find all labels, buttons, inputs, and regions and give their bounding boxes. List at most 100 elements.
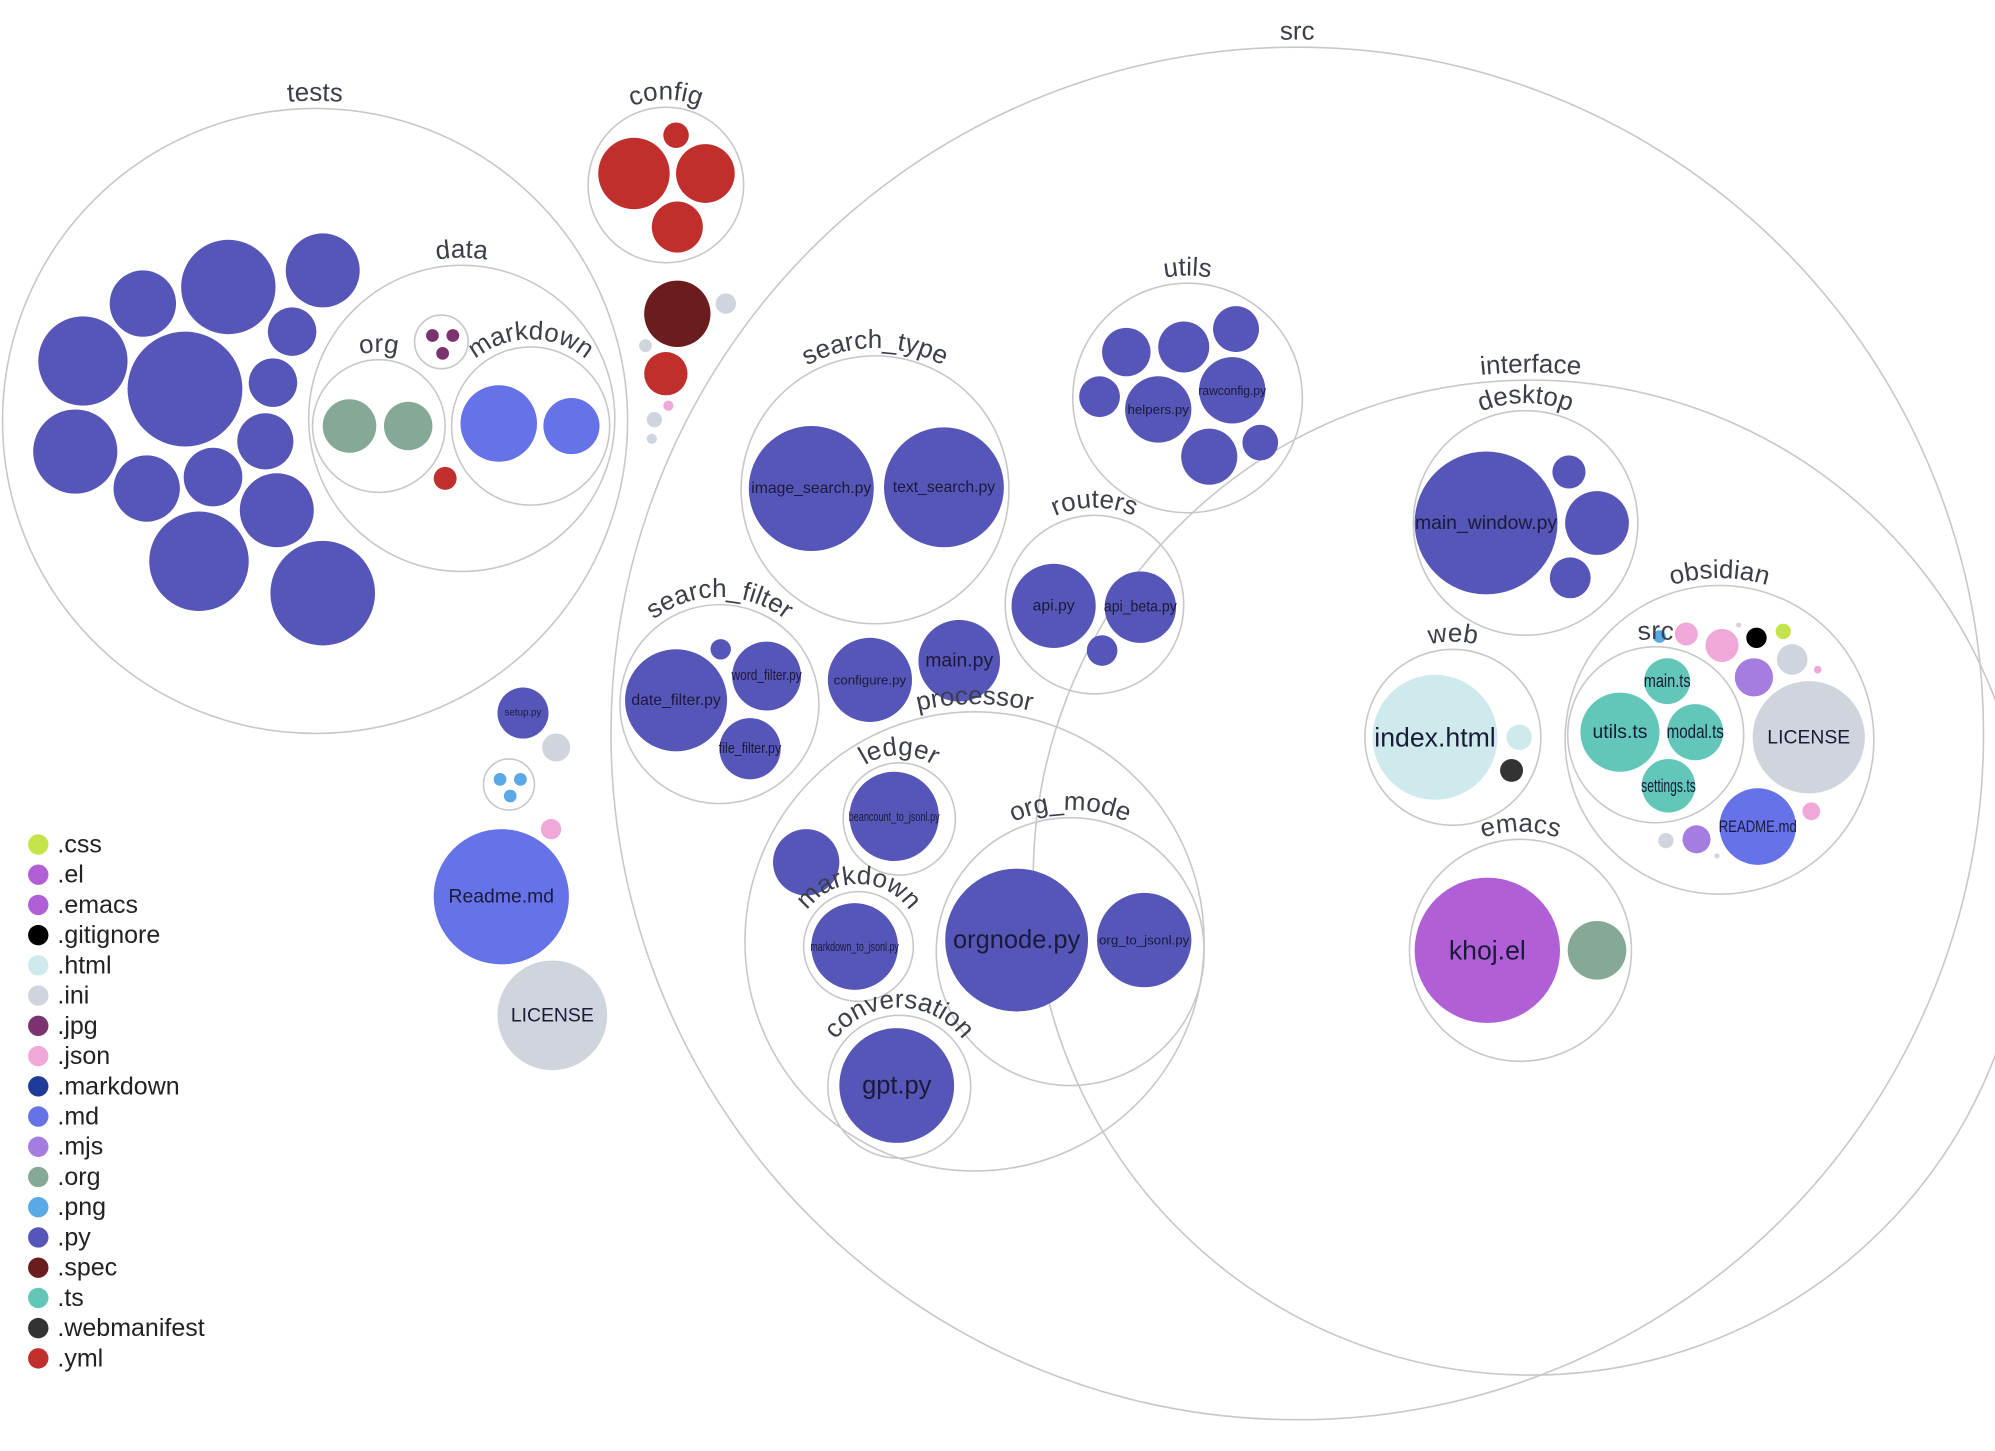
file-khoj_el[interactable]	[1414, 877, 1561, 1024]
file-ini-81[interactable]	[1658, 832, 1674, 849]
folder-obsidian[interactable]	[1564, 584, 1875, 895]
file-helpers[interactable]	[1125, 376, 1192, 443]
folder-proc_markdown[interactable]	[802, 890, 915, 1003]
file-yml-28[interactable]	[644, 352, 688, 396]
file-obs_license[interactable]	[1752, 681, 1865, 794]
file-py-2[interactable]	[181, 239, 276, 335]
folder-emacs[interactable]	[1408, 838, 1633, 1063]
file-py-9[interactable]	[248, 358, 298, 407]
file-py-38[interactable]	[1079, 376, 1120, 418]
file-license_root[interactable]	[497, 960, 608, 1071]
file-py-41[interactable]	[1181, 428, 1238, 485]
file-png-88[interactable]	[493, 772, 507, 786]
file-gitignore-68[interactable]	[1746, 627, 1767, 648]
file-mjs-82[interactable]	[1682, 825, 1711, 854]
file-py-35[interactable]	[1102, 327, 1151, 377]
file-png-90[interactable]	[503, 789, 517, 803]
file-py-37[interactable]	[1213, 306, 1259, 353]
file-py-6[interactable]	[33, 409, 118, 494]
file-jpg-20[interactable]	[446, 329, 460, 342]
file-jpg-21[interactable]	[436, 346, 450, 360]
folder-jpg_dir[interactable]	[413, 314, 469, 370]
folder-config[interactable]	[587, 106, 745, 264]
file-py-12[interactable]	[149, 511, 249, 612]
file-py-52[interactable]	[772, 829, 840, 896]
file-ini-70[interactable]	[1736, 622, 1742, 628]
file-py-0[interactable]	[38, 316, 128, 406]
file-py-13[interactable]	[270, 540, 376, 646]
file-main_window[interactable]	[1414, 451, 1558, 595]
folder-ledger[interactable]	[842, 761, 957, 876]
file-png-89[interactable]	[514, 772, 527, 786]
file-json-67[interactable]	[1705, 628, 1739, 663]
file-json-91[interactable]	[540, 818, 562, 840]
file-obs_utils_ts[interactable]	[1580, 692, 1660, 772]
file-md-16[interactable]	[460, 385, 538, 462]
file-py-5[interactable]	[127, 331, 243, 447]
folder-desktop[interactable]	[1412, 409, 1639, 637]
file-orgnode[interactable]	[945, 868, 1089, 1012]
file-file_filter[interactable]	[719, 718, 781, 780]
folder-org_mode[interactable]	[935, 816, 1205, 1087]
folder-tests_data[interactable]	[307, 264, 616, 573]
file-py-8[interactable]	[183, 447, 243, 507]
file-markdown_to_jsonl[interactable]	[811, 903, 899, 990]
folder-tests[interactable]	[1, 107, 629, 735]
file-json-30[interactable]	[663, 400, 674, 411]
file-yml-23[interactable]	[663, 122, 689, 148]
folder-search_type[interactable]	[740, 355, 1010, 625]
folder-utils[interactable]	[1071, 282, 1304, 514]
file-ini-31[interactable]	[646, 412, 663, 428]
folder-search_filter[interactable]	[619, 603, 820, 805]
file-jpg-19[interactable]	[426, 329, 439, 342]
file-ini-83[interactable]	[1714, 853, 1720, 859]
file-main_py[interactable]	[918, 619, 1001, 702]
file-json-73[interactable]	[1813, 665, 1822, 674]
file-py-3[interactable]	[285, 233, 360, 308]
file-py-4[interactable]	[267, 307, 317, 356]
file-py-7[interactable]	[113, 455, 180, 522]
file-index_html[interactable]	[1372, 674, 1498, 800]
file-obs_readme[interactable]	[1719, 788, 1797, 865]
file-py-59[interactable]	[1552, 455, 1586, 489]
file-text_search[interactable]	[883, 427, 1004, 548]
file-org-85[interactable]	[1567, 920, 1627, 980]
file-readme_root[interactable]	[433, 829, 569, 965]
file-yml-22[interactable]	[598, 137, 670, 210]
file-mjs-71[interactable]	[1734, 658, 1774, 697]
file-py-45[interactable]	[1086, 635, 1118, 666]
file-ini-29[interactable]	[639, 339, 652, 353]
folder-tests_data_markdown[interactable]	[450, 346, 611, 506]
folder-web[interactable]	[1364, 648, 1542, 827]
folder-routers[interactable]	[1004, 514, 1185, 695]
file-yml-18[interactable]	[433, 466, 457, 490]
file-py-60[interactable]	[1565, 491, 1629, 555]
file-word_filter[interactable]	[732, 641, 802, 711]
file-rawconfig[interactable]	[1199, 357, 1266, 424]
file-configure[interactable]	[827, 637, 913, 722]
file-obs_settings_ts[interactable]	[1641, 758, 1696, 813]
file-yml-25[interactable]	[651, 201, 703, 253]
file-py-48[interactable]	[710, 639, 731, 660]
file-css-69[interactable]	[1775, 623, 1791, 640]
folder-src[interactable]	[610, 46, 1985, 1421]
folder-conversation[interactable]	[827, 1014, 972, 1160]
file-api_beta[interactable]	[1104, 571, 1177, 643]
file-obs_main_ts[interactable]	[1644, 658, 1691, 705]
file-ini-32[interactable]	[646, 433, 657, 444]
file-date_filter[interactable]	[625, 649, 728, 752]
file-org-15[interactable]	[383, 401, 433, 451]
file-org_to_jsonl[interactable]	[1096, 892, 1192, 988]
file-api[interactable]	[1011, 563, 1096, 648]
file-ini-72[interactable]	[1776, 644, 1808, 675]
file-obs_modal_ts[interactable]	[1667, 704, 1724, 761]
file-ini-87[interactable]	[542, 733, 571, 762]
file-spec-26[interactable]	[644, 280, 711, 347]
file-html-63[interactable]	[1506, 724, 1532, 751]
file-md-17[interactable]	[543, 397, 600, 455]
file-png-65[interactable]	[1653, 630, 1666, 643]
folder-png_dir[interactable]	[482, 758, 536, 811]
file-org-14[interactable]	[322, 399, 377, 453]
file-json-66[interactable]	[1674, 622, 1698, 646]
file-py-1[interactable]	[109, 270, 177, 337]
